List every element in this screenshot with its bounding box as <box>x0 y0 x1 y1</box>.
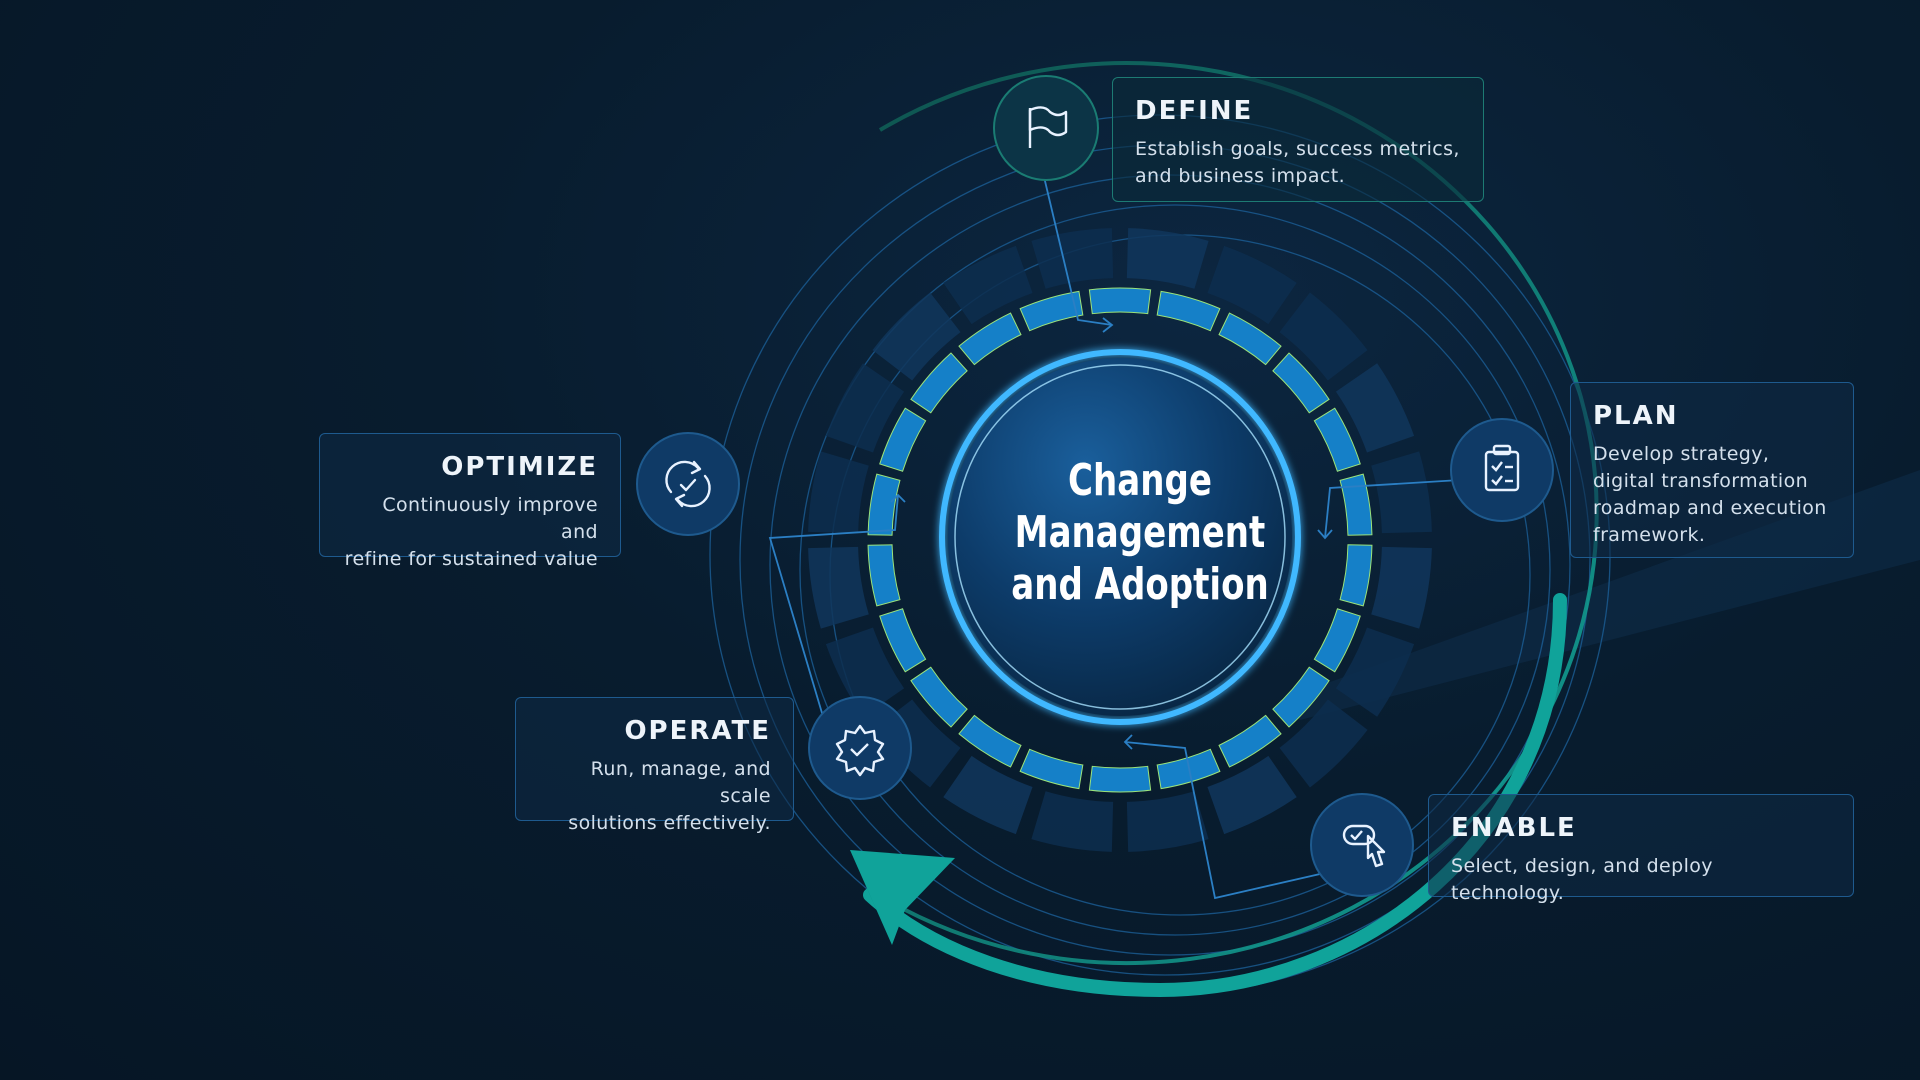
define-description: Establish goals, success metrics, and bu… <box>1135 136 1461 190</box>
outer-ring-segment <box>1371 546 1432 629</box>
inner-ring-segment <box>879 608 927 673</box>
operate-desc-line: solutions effectively. <box>568 812 771 834</box>
touch-select-icon <box>1342 824 1386 868</box>
define-card[interactable]: DEFINE Establish goals, success metrics,… <box>1112 77 1484 202</box>
enable-title: ENABLE <box>1451 813 1577 843</box>
optimize-title: OPTIMIZE <box>441 452 598 482</box>
operate-card[interactable]: OPERATE Run, manage, and scale solutions… <box>515 697 794 834</box>
outer-ring-segment <box>808 451 869 534</box>
outer-ring-segment <box>1279 292 1368 381</box>
define-icon-node[interactable] <box>993 75 1099 181</box>
inner-ring-segment <box>1339 544 1373 607</box>
plan-title: PLAN <box>1593 401 1679 431</box>
outer-ring-segment <box>943 245 1033 325</box>
outer-ring-segment <box>808 546 869 629</box>
outer-ring-segment <box>1031 228 1114 289</box>
center-title-line: and Adoption <box>1011 559 1269 610</box>
enable-icon-node[interactable] <box>1310 793 1414 897</box>
core-glow-ring <box>939 349 1301 725</box>
inner-ring-segment <box>1313 608 1361 673</box>
outer-ring-segment <box>1335 363 1415 453</box>
plan-icon-node[interactable] <box>1450 418 1554 522</box>
inner-ring-segment <box>1339 473 1373 536</box>
inner-ring-segment <box>1313 407 1361 472</box>
operate-desc-line: Run, manage, and scale <box>590 758 771 807</box>
inner-ring-segment <box>1019 290 1084 332</box>
outer-segment-ring <box>808 228 1432 852</box>
plan-desc-line: roadmap and execution <box>1593 497 1827 519</box>
plan-description: Develop strategy, digital transformation… <box>1593 441 1831 549</box>
inner-ring-segment <box>867 473 901 536</box>
outer-ring-segment <box>1207 755 1297 835</box>
inner-ring-segment <box>958 312 1022 366</box>
outer-ring-segment <box>1207 245 1297 325</box>
outer-ring-segment <box>1126 228 1209 289</box>
optimize-card[interactable]: OPTIMIZE Continuously improve and refine… <box>319 433 621 570</box>
center-title-line: Change <box>1068 455 1212 506</box>
operate-title: OPERATE <box>624 716 771 746</box>
plan-desc-line: framework. <box>1593 524 1706 546</box>
optimize-icon-node[interactable] <box>636 432 740 536</box>
define-title: DEFINE <box>1135 96 1254 126</box>
inner-ring-segment <box>910 666 968 728</box>
plan-card[interactable]: PLAN Develop strategy, digital transform… <box>1570 382 1854 558</box>
define-desc-line: Establish goals, success metrics, <box>1135 138 1460 160</box>
plan-desc-line: Develop strategy, <box>1593 443 1770 465</box>
inner-ring-segment <box>1272 666 1330 728</box>
inner-ring-segment <box>1019 748 1084 790</box>
inner-ring-segment <box>910 352 968 414</box>
plan-desc-line: digital transformation <box>1593 470 1809 492</box>
inner-ring-segment <box>1156 290 1221 332</box>
inner-segment-ring <box>867 287 1373 793</box>
outer-ring-segment <box>943 755 1033 835</box>
cycle-arrowhead-tip <box>850 850 892 945</box>
core-inner-line <box>954 364 1286 710</box>
inner-ring-segment <box>1218 312 1282 366</box>
outer-ring-segment <box>1031 791 1114 852</box>
core-circle <box>948 358 1292 716</box>
refresh-check-icon <box>665 460 711 508</box>
flag-icon <box>1028 106 1068 148</box>
outer-ring-segment <box>825 627 905 717</box>
operate-icon-node[interactable] <box>808 696 912 800</box>
optimize-desc-line: Continuously improve and <box>382 494 598 543</box>
inner-ring-segment <box>1272 352 1330 414</box>
inner-ring-segment <box>958 714 1022 768</box>
enable-card[interactable]: ENABLE Select, design, and deploy techno… <box>1428 794 1854 904</box>
outer-ring-segment <box>1126 791 1209 852</box>
outer-ring-segment <box>825 363 905 453</box>
center-title: Change Management and Adoption <box>1011 455 1269 611</box>
cycle-arrow-thick <box>863 593 1567 998</box>
outer-ring-segment <box>1279 699 1368 788</box>
outer-ring-segment <box>1371 451 1432 534</box>
optimize-description: Continuously improve and refine for sust… <box>342 492 598 573</box>
inner-ring-segment <box>1218 714 1282 768</box>
cycle-arrowhead-icon <box>850 850 955 945</box>
outer-ring-segment <box>1335 627 1415 717</box>
enable-desc-line: Select, design, and deploy technology. <box>1451 855 1713 904</box>
define-desc-line: and business impact. <box>1135 165 1346 187</box>
inner-ring-segment <box>867 544 901 607</box>
inner-ring-segment <box>1088 765 1152 793</box>
center-title-line: Management <box>1014 507 1266 558</box>
gear-check-icon <box>835 724 885 777</box>
enable-description: Select, design, and deploy technology. <box>1451 853 1831 907</box>
operate-description: Run, manage, and scale solutions effecti… <box>538 756 771 837</box>
connector-lines <box>768 159 1461 900</box>
optimize-desc-line: refine for sustained value <box>344 548 598 570</box>
inner-ring-segment <box>879 407 927 472</box>
outer-ring-segment <box>872 292 961 381</box>
inner-ring-segment <box>1088 287 1152 315</box>
clipboard-check-icon <box>1484 444 1520 492</box>
